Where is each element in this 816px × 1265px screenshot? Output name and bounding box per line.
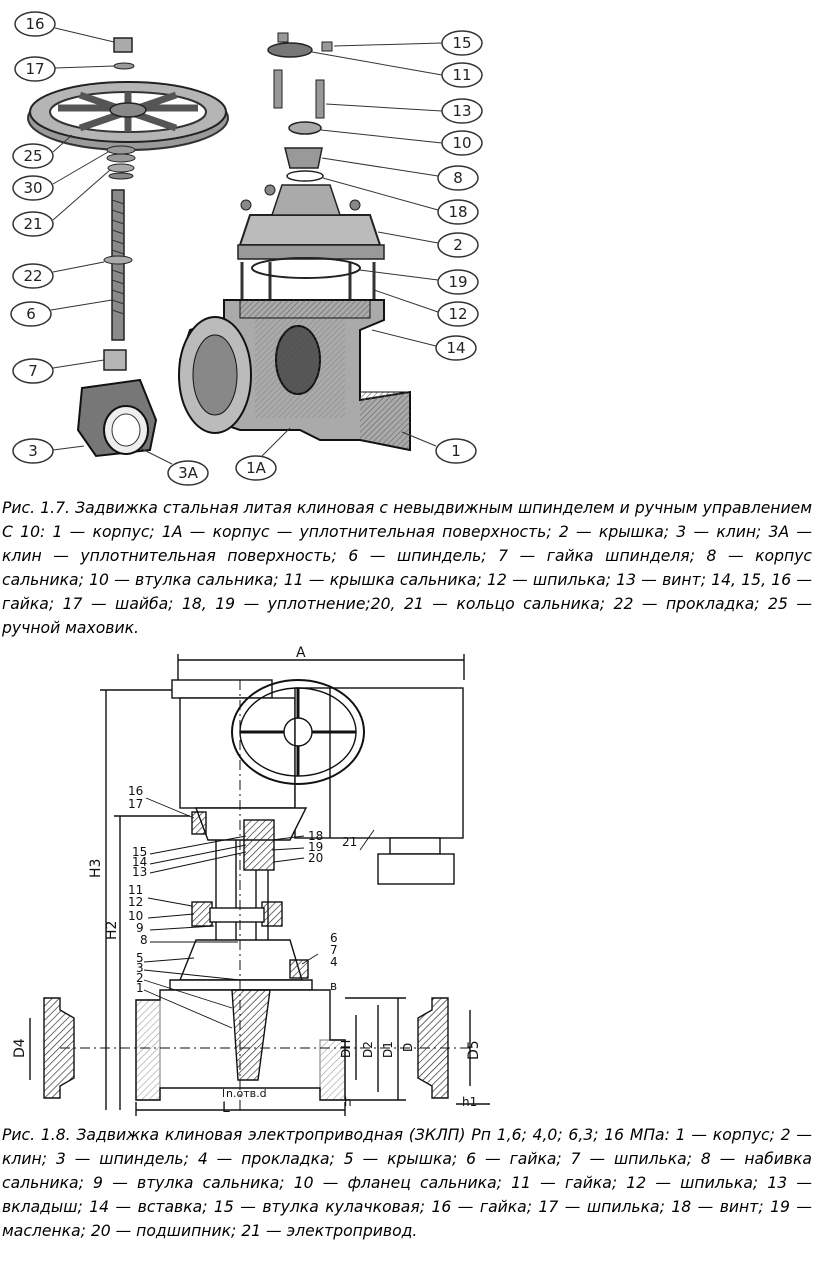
dim-d-label: D — [401, 1043, 415, 1052]
svg-text:22: 22 — [23, 267, 42, 285]
callout-10: 10 — [320, 129, 483, 156]
dim-h1-label: h1 — [462, 1095, 477, 1109]
callout-2: 2 — [377, 231, 479, 258]
callout-14: 14 — [371, 329, 477, 361]
dim-h3-label: H3 — [88, 859, 104, 878]
callout-7: 7 — [330, 943, 338, 957]
dimension-labels: A H3 H2 D4 D5 DH D2 D1 D L l h h1 в n.от… — [12, 645, 482, 1116]
callout-12: 12 — [128, 895, 143, 909]
svg-text:19: 19 — [448, 273, 467, 291]
svg-text:3A: 3A — [178, 464, 199, 482]
callout-21: 21 — [12, 169, 111, 237]
callout-3: 3 — [136, 961, 144, 975]
bonnet-part — [237, 184, 385, 260]
callout-19: 19 — [359, 269, 479, 295]
callout-5: 5 — [136, 951, 144, 965]
callout-15: 15 — [132, 845, 147, 859]
dim-small-l-label: l — [222, 1087, 225, 1100]
figure-1-caption: Рис. 1.7. Задвижка стальная литая клинов… — [2, 499, 812, 637]
callout-25: 25 — [12, 134, 73, 169]
svg-text:3: 3 — [28, 442, 38, 460]
dim-l-label: L — [222, 1100, 230, 1116]
callout-17: 17 — [14, 56, 115, 82]
callout-6: 6 — [10, 299, 113, 327]
callout-18: 18 — [322, 177, 479, 225]
handwheel-part — [27, 81, 229, 151]
callout-17: 17 — [128, 797, 143, 811]
svg-text:12: 12 — [448, 305, 467, 323]
callout-9: 9 — [136, 921, 144, 935]
callout-13: 13 — [325, 98, 483, 124]
valve-body-part — [178, 299, 411, 452]
callout-13: 13 — [132, 865, 147, 879]
callout-4: 4 — [330, 955, 338, 969]
part-callouts: 16 17 15 14 13 11 12 10 9 8 5 3 2 1 18 1… — [128, 784, 375, 1029]
svg-text:25: 25 — [23, 147, 42, 165]
callout-22: 22 — [12, 261, 105, 289]
callout-18: 18 — [308, 829, 323, 843]
exploded-view-figure: 16 17 25 30 21 22 6 7 3 3A 1A 15 11 13 1… — [0, 0, 816, 488]
nut-washer-parts — [113, 37, 135, 70]
dim-d2-label: D2 — [361, 1041, 375, 1058]
dim-d1-label: D1 — [381, 1041, 395, 1058]
wedge-part — [76, 378, 158, 458]
callout-21: 21 — [342, 835, 357, 849]
stem-part — [103, 189, 133, 341]
left-callouts: 16 17 25 30 21 22 6 7 3 3A 1A — [10, 11, 291, 486]
callout-11: 11 — [311, 51, 483, 88]
svg-text:21: 21 — [23, 215, 42, 233]
svg-text:2: 2 — [453, 236, 463, 254]
callout-11: 11 — [128, 883, 143, 897]
svg-text:1: 1 — [451, 442, 461, 460]
callout-2: 2 — [136, 971, 144, 985]
svg-text:16: 16 — [25, 15, 44, 33]
figure-2-caption: Рис. 1.8. Задвижка клиновая электроприво… — [2, 1126, 812, 1240]
callout-19: 19 — [308, 840, 323, 854]
svg-text:11: 11 — [452, 66, 471, 84]
callout-12: 12 — [373, 289, 479, 327]
callout-10: 10 — [128, 909, 143, 923]
callout-16: 16 — [14, 11, 115, 43]
stem-rings — [106, 145, 136, 180]
section-drawing-figure: A H3 H2 D4 D5 DH D2 D1 D L l h h1 в n.от… — [0, 640, 816, 1118]
svg-text:18: 18 — [448, 203, 467, 221]
callout-1: 1 — [401, 431, 477, 464]
callout-8: 8 — [321, 157, 479, 191]
right-callouts: 15 11 13 10 8 18 2 19 12 14 1 — [311, 30, 483, 464]
callout-6: 6 — [330, 931, 338, 945]
dim-b-label: в — [330, 979, 337, 993]
studs-parts — [240, 262, 376, 300]
dim-d4-label: D4 — [12, 1038, 28, 1058]
callout-20: 20 — [308, 851, 323, 865]
svg-text:15: 15 — [452, 34, 471, 52]
callout-3: 3 — [12, 438, 85, 464]
callout-16: 16 — [128, 784, 143, 798]
callout-7: 7 — [12, 358, 105, 384]
callout-3a: 3A — [139, 447, 209, 486]
svg-text:17: 17 — [25, 60, 44, 78]
svg-text:13: 13 — [452, 102, 471, 120]
callout-30: 30 — [12, 151, 109, 201]
gland-parts — [267, 32, 333, 182]
callout-1: 1 — [136, 981, 144, 995]
svg-text:30: 30 — [23, 179, 42, 197]
stem-nut-part — [103, 349, 127, 371]
dim-dn-label: DH — [339, 1040, 353, 1058]
svg-text:8: 8 — [453, 169, 463, 187]
svg-text:10: 10 — [452, 134, 471, 152]
dim-holes-label: n.отв.d — [226, 1087, 267, 1100]
dim-h-label: h — [344, 1095, 352, 1109]
svg-text:6: 6 — [26, 305, 36, 323]
callout-1a: 1A — [235, 427, 291, 481]
svg-text:1A: 1A — [246, 459, 267, 477]
dim-h2-label: H2 — [104, 921, 120, 940]
svg-text:7: 7 — [28, 362, 38, 380]
dim-a-label: A — [296, 645, 306, 661]
gasket-part — [251, 257, 361, 279]
callout-15: 15 — [333, 30, 483, 56]
callout-8: 8 — [140, 933, 148, 947]
dim-d5-label: D5 — [466, 1040, 482, 1060]
callout-14: 14 — [132, 855, 147, 869]
svg-text:14: 14 — [446, 339, 465, 357]
